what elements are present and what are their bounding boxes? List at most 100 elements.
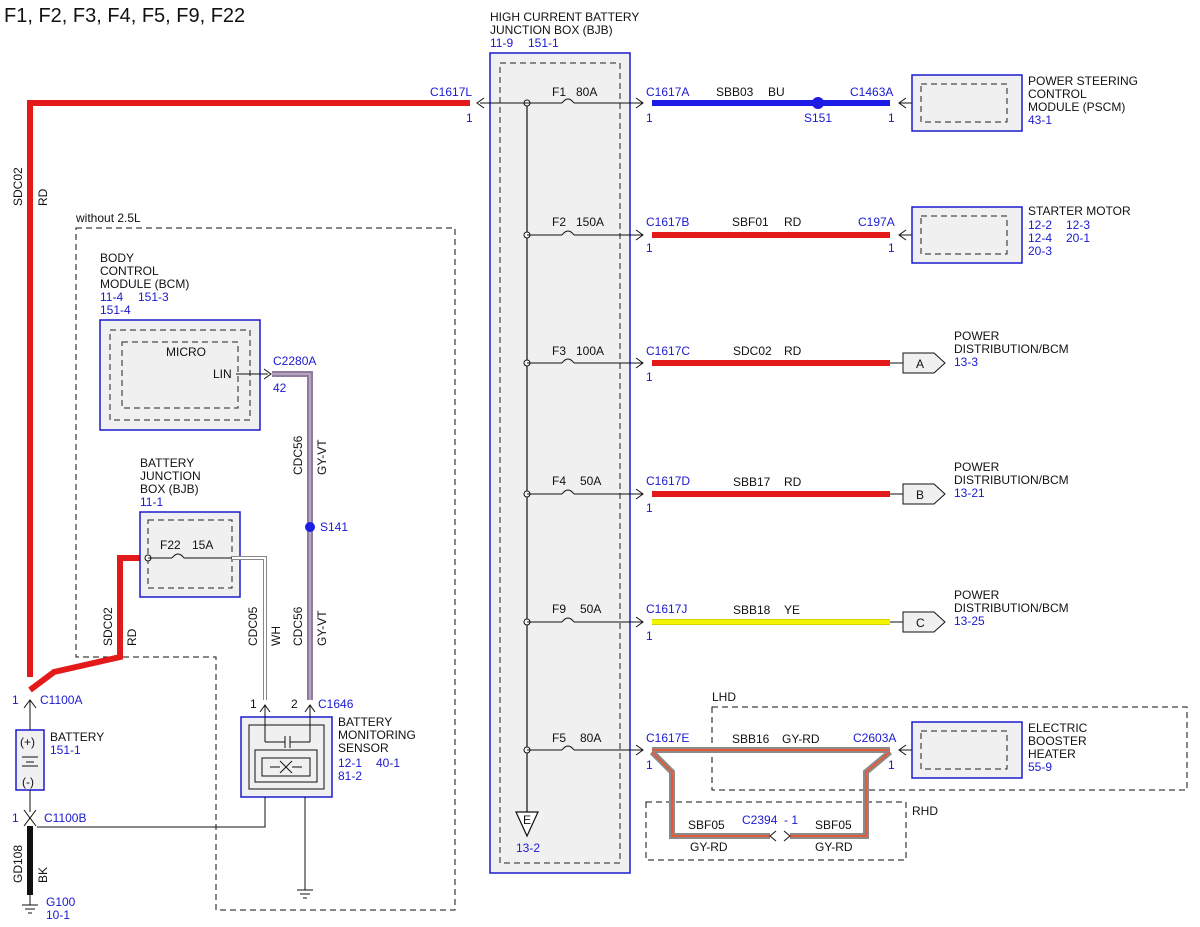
fuse-row-f3: F3 100A [523,344,644,369]
sbb16-circuit: SBB16 [732,732,770,746]
cdc56-lower-circuit: CDC56 [291,606,305,646]
pd-b-line-2: DISTRIBUTION/BCM [954,473,1069,487]
bjb-high-title-2: JUNCTION BOX (BJB) [490,23,613,37]
bcm-ref-2: 151-3 [138,290,169,304]
sensor-name-1: BATTERY [338,715,392,729]
sdc02-main-wire [27,100,470,677]
pd-b-line-1: POWER [954,460,1000,474]
heater-name-1: ELECTRIC [1028,721,1088,735]
rhd-circuit-left: SBF05 [688,818,725,832]
pd-c-ref: 13-25 [954,614,985,628]
f5-output: LHD RHD C1617E 1 SBB16 GY-RD C2603A 1 SB… [645,690,1188,861]
f22-amp: 15A [192,538,213,552]
c1617l-pin: 1 [466,111,473,125]
rhd-region [645,801,907,861]
pscm-name-2: CONTROL [1028,87,1087,101]
c1617d-label: C1617D [646,474,690,488]
bjb-ground-symbol [515,811,539,838]
small-bjb: BATTERY JUNCTION BOX (BJB) 11-1 F22 15A [139,456,241,598]
cdc05-wire-fill [232,557,266,700]
g100-ref: 10-1 [46,908,70,922]
offpage-a-letter: A [916,357,924,371]
bjb-small-wire-circuit: SDC02 [101,607,115,646]
c1617a-label: C1617A [646,85,689,99]
f3-output: C1617C 1 SDC02 RD A POWER DISTRIBUTION/B… [646,329,1069,384]
rhd-color-right: GY-RD [815,840,853,854]
electric-booster-heater: ELECTRIC BOOSTER HEATER 55-9 [911,721,1088,779]
c1100b-label: C1100B [44,811,86,825]
fuse-f3-amp: 100A [576,344,604,358]
starter-name: STARTER MOTOR [1028,204,1131,218]
cdc05-circuit: CDC05 [246,606,260,646]
battery-name: BATTERY [50,730,104,744]
c1617e-label: C1617E [646,731,689,745]
sensor-name-3: SENSOR [338,741,389,755]
bcm-ref-3: 151-4 [100,303,131,317]
pd-a-line-2: DISTRIBUTION/BCM [954,342,1069,356]
c1617c-pin: 1 [646,370,653,384]
pd-c-line-1: POWER [954,588,1000,602]
rhd-circuit-right: SBF05 [815,818,852,832]
f22-label: F22 [160,538,181,552]
c1617c-label: C1617C [646,344,690,358]
bjb-high-ref-1: 11-9 [490,36,513,50]
c1100a-pin: 1 [12,693,19,707]
sdc02-bjb-wire [28,555,148,693]
c1463a-pin: 1 [888,111,895,125]
pscm-name-1: POWER STEERING [1028,74,1138,88]
bcm-ref-1: 11-4 [100,290,123,304]
pscm-name-3: MODULE (PSCM) [1028,100,1125,114]
bjb-ground-letter: E [523,813,531,827]
fuse-f4-amp: 50A [580,474,601,488]
bcm-name-3: MODULE (BCM) [100,277,189,291]
pd-a-ref: 13-3 [954,355,978,369]
rhd-label: RHD [912,804,938,818]
g100-label: G100 [46,895,76,909]
starter-ref-1: 12-2 [1028,218,1052,232]
high-current-bjb: HIGH CURRENT BATTERY JUNCTION BOX (BJB) … [489,10,639,874]
heater-name-3: HEATER [1028,747,1076,761]
bjb-small-ref: 11-1 [140,495,163,509]
f1-output: C1617A 1 SBB03 BU S151 C1463A 1 [646,85,912,125]
c1100b-pin: 1 [12,811,19,825]
fuse-row-f5: F5 80A [523,731,644,756]
lhd-label: LHD [712,690,736,704]
starter-motor: STARTER MOTOR 12-2 12-3 12-4 20-1 20-3 [911,204,1131,264]
cdc56-wire [272,371,313,700]
offpage-connector-b[interactable] [902,483,946,505]
fuse-f3-label: F3 [552,344,566,358]
offpage-connector-c[interactable] [902,611,946,633]
offpage-c-letter: C [916,616,925,630]
f4-output: C1617D 1 SBB17 RD B POWER DISTRIBUTION/B… [646,460,1069,515]
bjb-small-name-2: JUNCTION [140,469,201,483]
without-25l-region [75,227,456,911]
rhd-color-left: GY-RD [690,840,728,854]
left-wire-color: RD [36,188,50,206]
fuse-f9-amp: 50A [580,602,601,616]
starter-ref-3: 12-4 [1028,231,1052,245]
pd-b-ref: 13-21 [954,486,985,500]
sensor-ref-2: 40-1 [376,756,400,770]
c1617e-pin: 1 [646,758,653,772]
c197a-pin: 1 [888,241,895,255]
f9-output: C1617J 1 SBB18 YE C POWER DISTRIBUTION/B… [646,588,1069,643]
s151-splice [812,97,824,109]
c1617j-label: C1617J [646,602,687,616]
sbf01-circuit: SBF01 [732,215,769,229]
c1646-pin-2: 2 [291,697,298,711]
c2603a-pin: 1 [888,758,895,772]
sbb17-color: RD [784,475,802,489]
f2-output: C1617B 1 SBF01 RD C197A 1 [646,215,912,255]
cdc56-upper-circuit: CDC56 [291,435,305,475]
bcm-name-2: CONTROL [100,264,159,278]
fuse-f1-label: F1 [552,85,566,99]
left-wire-circuit: SDC02 [11,167,25,206]
c2280a-label: C2280A [273,354,316,368]
heater-name-2: BOOSTER [1028,734,1087,748]
c1617a-pin: 1 [646,111,653,125]
offpage-connector-a[interactable] [902,352,946,374]
starter-ref-5: 20-3 [1028,244,1052,258]
c1617b-pin: 1 [646,241,653,255]
without-25l-label: without 2.5L [75,211,141,225]
